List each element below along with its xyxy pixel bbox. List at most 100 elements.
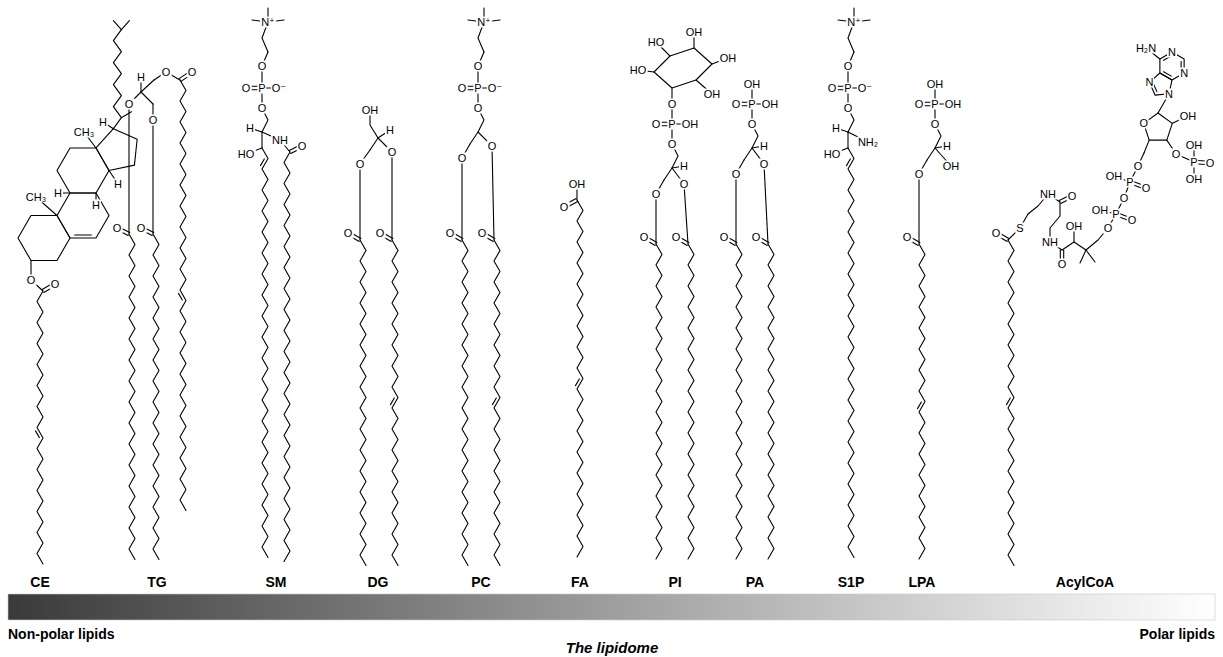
atom-label: NH [1041, 237, 1059, 248]
lipid-class-name: CE [30, 575, 49, 589]
atom-label: O [1127, 215, 1138, 226]
atom-label: CH₃ [73, 127, 95, 138]
atom-label: O [1133, 161, 1144, 172]
atom-label: OH [361, 105, 380, 116]
atom-label: O [1103, 223, 1114, 234]
atom-label: H [113, 179, 123, 190]
atom-label: O [731, 169, 742, 180]
bond [768, 244, 774, 559]
atom-label: O [457, 83, 468, 94]
atom-label: O [914, 169, 925, 180]
atom-label: O [731, 99, 742, 110]
atom-label: O [457, 153, 468, 164]
atom-label: O [445, 228, 456, 239]
bond [391, 152, 392, 240]
atom-label: P [1189, 157, 1198, 168]
bond [1080, 250, 1086, 263]
bond [655, 194, 656, 244]
atom-label: O [257, 61, 268, 72]
atom-label: O [124, 99, 135, 110]
atom-label: NH [1039, 189, 1057, 200]
bond [492, 398, 496, 405]
atom-label: OH [944, 99, 963, 110]
bond [848, 148, 854, 558]
atom-label: O [827, 83, 838, 94]
atom-label: N [1179, 68, 1189, 79]
bond [96, 129, 137, 171]
bond [735, 174, 736, 244]
atom-label: O [1138, 118, 1149, 129]
bond [262, 148, 268, 558]
atom-label: O [473, 103, 484, 114]
atom-label: O [991, 228, 1002, 239]
atom-label: P [843, 83, 852, 94]
atom-label: O [671, 232, 682, 243]
atom-label: OH [1185, 140, 1204, 151]
bond [129, 234, 135, 560]
bond [141, 80, 154, 104]
atom-label: H [759, 141, 769, 152]
bond [113, 30, 121, 129]
atom-label: H [53, 188, 63, 199]
atom-label: OH [761, 99, 780, 110]
lipid-class-name: FA [571, 575, 589, 589]
atom-label: O [50, 279, 61, 290]
atom-label: H [98, 117, 108, 128]
atom-label: OH [942, 161, 961, 172]
atom-label: P [747, 99, 756, 110]
bond [75, 234, 92, 235]
atom-label: O [241, 83, 252, 94]
atom-label: O [343, 228, 354, 239]
atom-label: OH [685, 27, 704, 38]
bond [392, 240, 398, 566]
atom-label: H [942, 141, 952, 152]
bond [494, 240, 500, 566]
bond [35, 431, 39, 438]
bond [846, 159, 850, 166]
atom-label: HO [647, 37, 666, 48]
bond [654, 48, 712, 88]
polarity-axis-label: Non-polar lipids [8, 627, 115, 641]
bond [1086, 250, 1095, 262]
atom-label: O [751, 232, 762, 243]
bond [461, 158, 462, 240]
bond [390, 398, 394, 405]
bond [57, 193, 109, 238]
atom-label: OH [1091, 205, 1110, 216]
bond [688, 244, 694, 559]
atom-label: O [914, 99, 925, 110]
atom-label: N [1164, 88, 1174, 99]
atom-label: O [161, 67, 172, 78]
atom-label: HO [629, 65, 648, 76]
bond [1008, 240, 1014, 566]
atom-label: P [257, 83, 266, 94]
atom-label: O [902, 232, 913, 243]
atom-label: P [1111, 209, 1120, 220]
atom-label: O [148, 115, 159, 126]
atom-label: N⁺ [476, 17, 492, 28]
bond [178, 293, 182, 300]
bond [575, 379, 579, 386]
atom-label: OH [719, 53, 738, 64]
atom-label: P [1125, 177, 1134, 188]
bond [656, 244, 662, 559]
atom-label: S [1015, 223, 1024, 234]
bond [121, 112, 131, 118]
atom-label: O [559, 202, 570, 213]
atom-label: O [26, 275, 37, 286]
atom-label: N⁺ [846, 17, 862, 28]
bond-group [18, 8, 1210, 566]
bond [153, 234, 159, 560]
atom-label: H [91, 200, 101, 211]
atom-label: O [477, 228, 488, 239]
atom-label: OH [1105, 171, 1124, 182]
bond [919, 244, 925, 559]
atom-label: O [387, 147, 398, 158]
bond [492, 146, 494, 240]
atom-label: O⁻ [487, 83, 503, 94]
atom-label: P [667, 119, 676, 130]
atom-label: H [136, 72, 146, 83]
atom-label: O [473, 61, 484, 72]
